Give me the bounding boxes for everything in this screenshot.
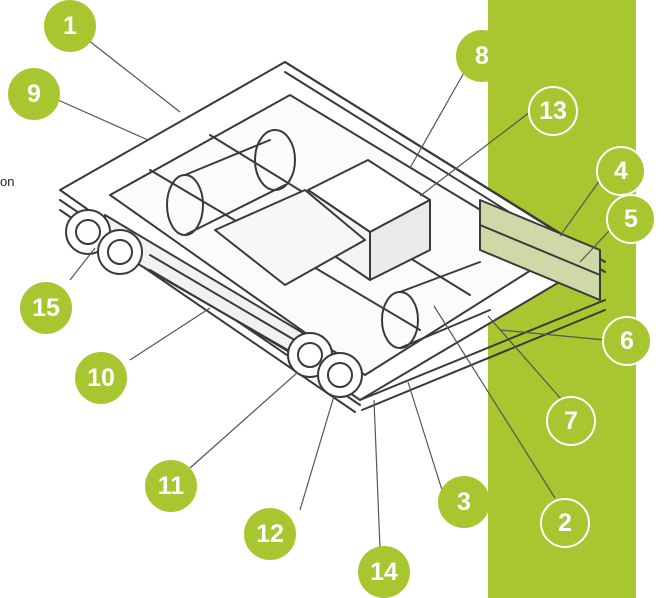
callout-11: 11 xyxy=(145,460,197,512)
callout-12: 12 xyxy=(244,508,296,560)
callout-2: 2 xyxy=(540,498,590,548)
leader-13 xyxy=(419,111,531,197)
leader-8 xyxy=(409,61,471,169)
leader-14 xyxy=(373,399,381,549)
callout-5: 5 xyxy=(606,194,656,244)
leader-2 xyxy=(433,305,556,499)
callout-8: 8 xyxy=(456,30,508,82)
leader-9 xyxy=(57,99,149,141)
leader-12 xyxy=(299,395,335,511)
leader-7 xyxy=(487,315,563,401)
leader-5 xyxy=(579,229,611,263)
leader-6 xyxy=(499,329,606,341)
leader-11 xyxy=(189,371,299,469)
callout-6: 6 xyxy=(602,316,652,366)
cut-off-text: on xyxy=(0,174,15,189)
leader-3 xyxy=(407,381,443,491)
leader-15 xyxy=(69,247,96,281)
callout-15: 15 xyxy=(20,282,72,334)
callout-10: 10 xyxy=(75,352,127,404)
callout-4: 4 xyxy=(596,146,646,196)
leader-10 xyxy=(129,307,211,361)
callout-13: 13 xyxy=(528,86,578,136)
callout-7: 7 xyxy=(546,396,596,446)
callout-3: 3 xyxy=(438,476,490,528)
leader-1 xyxy=(87,39,181,113)
leader-4 xyxy=(559,179,601,237)
callout-1: 1 xyxy=(44,0,96,52)
callout-9: 9 xyxy=(8,68,60,120)
callout-14: 14 xyxy=(358,546,410,598)
